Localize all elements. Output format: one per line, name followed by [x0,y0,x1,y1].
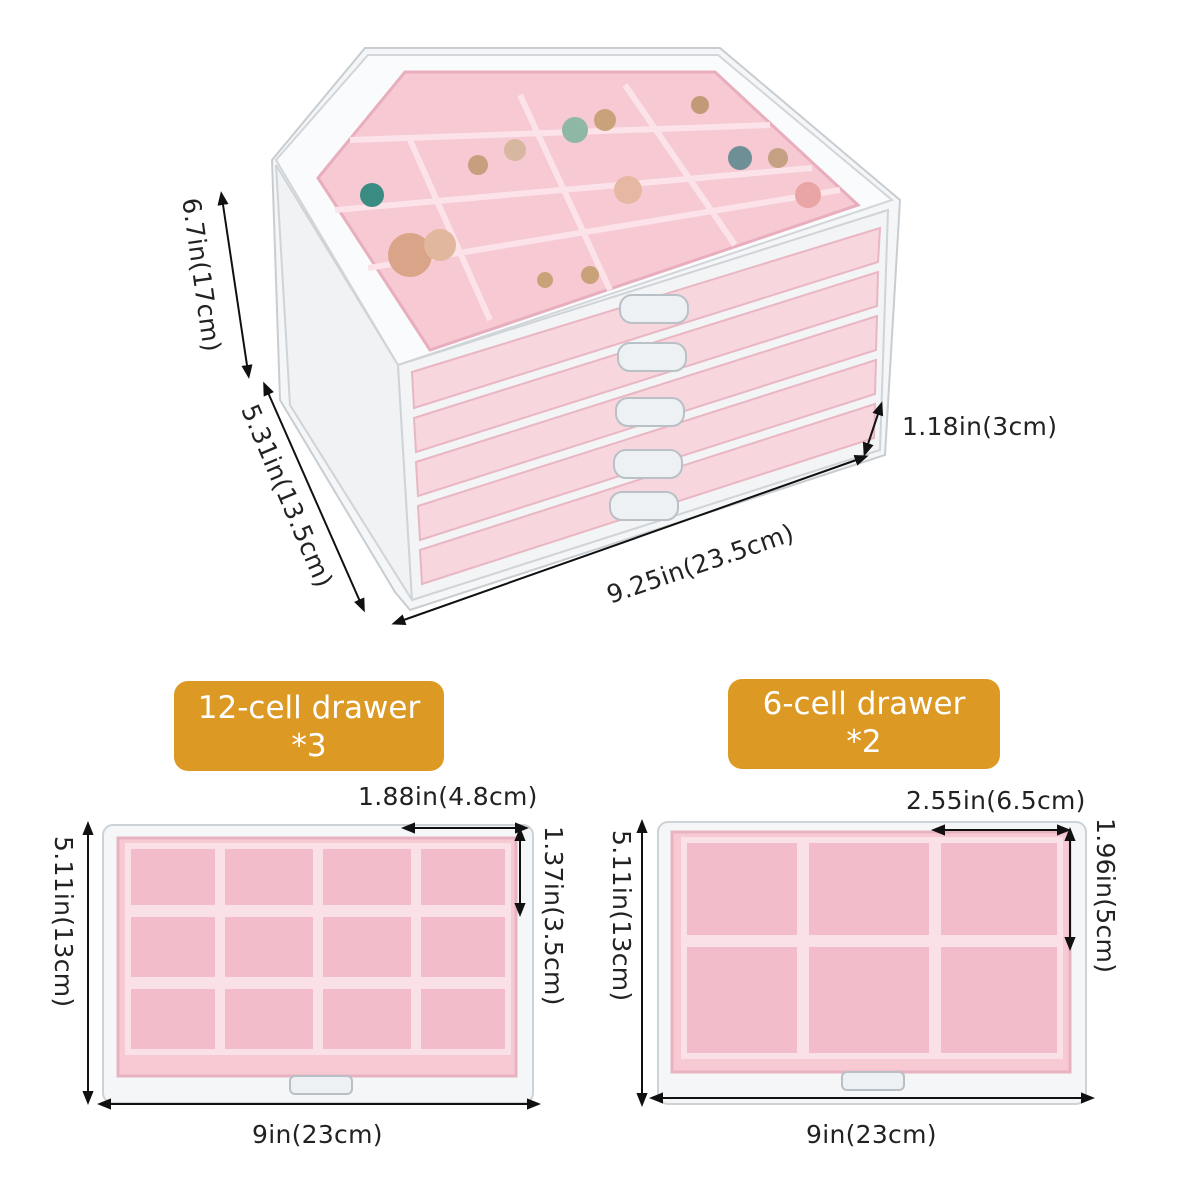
drawer-6-depth-label: 5.11in(13cm) [607,830,636,1002]
drawer-6-cell-width-label: 2.55in(6.5cm) [906,786,1086,815]
drawer-6-dimension-lines [636,819,1095,1107]
drawer-12-illustration [102,824,534,1104]
box-dimension-lines [217,191,884,625]
drawer-12-dimension-lines [82,821,541,1110]
drawer-6-badge: 6-cell drawer *2 [728,679,1000,769]
drawer-6-badge-count: *2 [846,724,882,760]
drawer-12-badge: 12-cell drawer *3 [174,681,444,771]
drawer-6-badge-title: 6-cell drawer [762,686,966,722]
drawer-6-illustration [657,821,1087,1105]
drawer-12-badge-count: *3 [291,728,327,764]
drawer-12-cell-depth-label: 1.37in(3.5cm) [539,826,568,1006]
drawer-12-depth-label: 5.11in(13cm) [49,836,78,1008]
drawer-6-width-label: 9in(23cm) [806,1120,937,1149]
drawer-12-width-label: 9in(23cm) [252,1120,383,1149]
drawer-height-label: 1.18in(3cm) [902,412,1058,441]
drawer-6-cell-depth-label: 1.96in(5cm) [1091,818,1120,974]
top-drawer-tray [316,70,861,352]
drawer-12-badge-title: 12-cell drawer [197,690,421,726]
drawer-12-cell-width-label: 1.88in(4.8cm) [358,782,538,811]
